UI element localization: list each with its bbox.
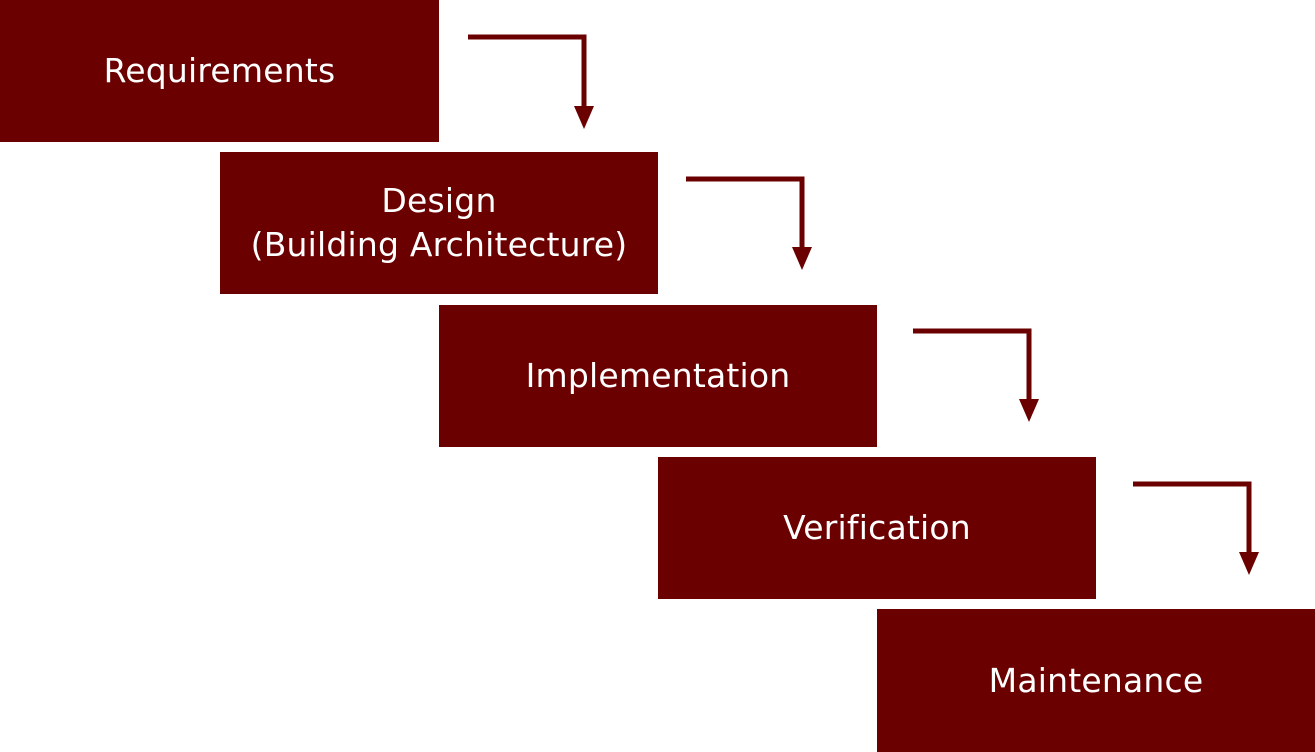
stage-label: Maintenance	[988, 660, 1204, 700]
arrowhead-icon	[1239, 552, 1259, 575]
stage-label: Design	[381, 181, 497, 220]
stage-implementation: Implementation	[439, 305, 877, 447]
stage-label: Requirements	[103, 51, 336, 90]
flow-arrow-2	[686, 176, 805, 251]
arrowhead-icon	[574, 106, 594, 129]
stage-label: Implementation	[525, 356, 791, 395]
arrowhead-icon	[792, 247, 812, 270]
stage-design: Design (Building Architecture)	[220, 152, 658, 294]
flow-arrow-3	[913, 328, 1032, 403]
flow-arrow-1	[468, 34, 587, 110]
stage-requirements: Requirements	[0, 0, 439, 142]
stage-sublabel: (Building Architecture)	[250, 225, 628, 264]
stage-verification: Verification	[658, 457, 1096, 599]
arrowhead-icon	[1019, 399, 1039, 422]
stage-label: Verification	[783, 508, 971, 547]
flow-arrow-4	[1133, 481, 1252, 556]
stage-maintenance: Maintenance	[877, 609, 1315, 752]
